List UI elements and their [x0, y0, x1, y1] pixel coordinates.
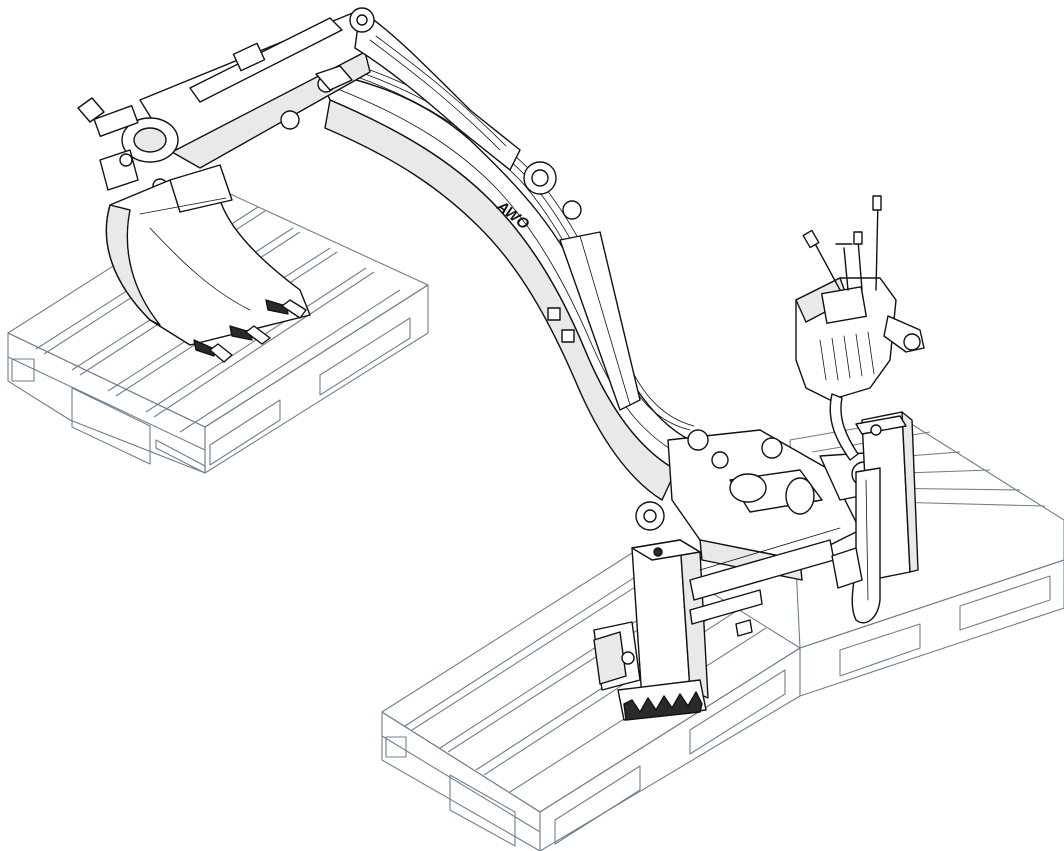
boom: AWO [317, 69, 695, 531]
bucket-assembly [77, 97, 311, 363]
right-pallet-front [381, 547, 801, 851]
dipper-arm [139, 7, 521, 171]
control-console [795, 195, 925, 461]
backhoe-machine: AWO [77, 7, 925, 721]
base-frame [593, 411, 919, 721]
